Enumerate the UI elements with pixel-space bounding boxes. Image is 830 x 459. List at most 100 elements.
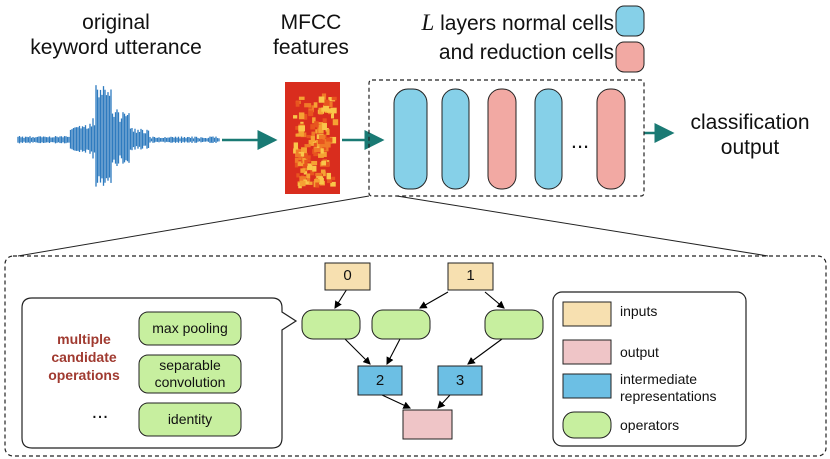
op-max-pooling-label: max pooling — [139, 320, 241, 337]
reduction-cell-swatch — [616, 42, 644, 72]
cells-legend-line1-text: layers normal cells — [440, 12, 614, 35]
input-label: original keyword utterance — [0, 10, 232, 60]
reduction-cell — [597, 89, 625, 189]
mfcc-texture — [299, 112, 304, 119]
edge — [345, 339, 370, 364]
edge — [468, 339, 502, 364]
node-input-0-label: 0 — [325, 265, 370, 287]
normal-cell — [535, 89, 562, 189]
legend-operators-swatch — [563, 412, 611, 438]
mfcc-texture — [304, 144, 310, 147]
ops-ellipsis: ... — [70, 400, 130, 425]
edge — [387, 339, 400, 364]
mfcc-texture — [314, 179, 320, 183]
mfcc-texture — [311, 136, 315, 142]
mfcc-texture — [296, 101, 300, 107]
mfcc-texture — [312, 166, 316, 172]
edge — [485, 292, 504, 308]
mfcc-texture — [314, 148, 320, 152]
mfcc-features-image — [285, 82, 340, 194]
mfcc-texture — [307, 159, 311, 162]
waveform-icon — [18, 85, 219, 186]
mfcc-texture — [300, 181, 306, 187]
legend-intermediate-swatch — [563, 374, 611, 398]
operator-node — [372, 310, 430, 339]
mfcc-texture — [295, 153, 301, 157]
candidates-title-line1: multiple — [36, 330, 132, 348]
mfcc-texture — [318, 153, 324, 157]
op-identity-label: identity — [139, 411, 241, 428]
feature-label-line1: MFCC — [246, 10, 376, 35]
node-intermediate-3-label: 3 — [438, 370, 482, 392]
candidates-title-line3: operations — [36, 366, 132, 384]
edge — [335, 289, 347, 308]
output-label-line1: classification — [672, 110, 828, 135]
mfcc-texture — [323, 171, 326, 176]
zoom-line-right — [397, 196, 768, 256]
mfcc-texture — [314, 102, 318, 107]
mfcc-texture — [293, 115, 297, 118]
reduction-cell — [488, 89, 516, 189]
mfcc-texture — [322, 123, 327, 130]
mfcc-texture — [310, 124, 315, 129]
mfcc-texture — [296, 134, 300, 137]
mfcc-texture — [299, 97, 305, 100]
input-label-line2: keyword utterance — [0, 35, 232, 60]
mfcc-texture — [294, 142, 298, 149]
operator-node — [485, 310, 543, 339]
mfcc-texture — [333, 119, 338, 125]
mfcc-texture — [315, 173, 322, 176]
mfcc-texture — [295, 158, 299, 163]
node-intermediate-2-label: 2 — [358, 370, 402, 392]
mfcc-texture — [321, 148, 324, 154]
node-output — [403, 410, 452, 439]
legend-output-swatch — [563, 340, 611, 364]
edge — [438, 395, 450, 408]
node-input-1-label: 1 — [448, 265, 493, 287]
cells-legend-line2: and reduction cells — [372, 40, 614, 65]
output-label-line2: output — [672, 135, 828, 160]
mfcc-texture — [306, 173, 310, 178]
legend-intermediate-line2: representations — [620, 388, 717, 405]
mfcc-texture — [327, 173, 331, 179]
mfcc-texture — [319, 130, 324, 134]
output-label: classification output — [672, 110, 828, 160]
mfcc-texture — [300, 168, 305, 172]
input-label-line1: original — [0, 10, 232, 35]
feature-label-line2: features — [246, 35, 376, 60]
candidates-title-line2: candidate — [36, 348, 132, 366]
normal-cell — [394, 89, 427, 189]
feature-label: MFCC features — [246, 10, 376, 60]
mfcc-texture — [319, 135, 326, 139]
mfcc-texture — [298, 125, 305, 131]
legend-operators-label: operators — [620, 417, 679, 433]
legend-inputs-swatch — [563, 302, 611, 326]
candidates-title: multiple candidate operations — [36, 330, 132, 384]
mfcc-texture — [325, 142, 330, 148]
mfcc-texture — [331, 108, 337, 114]
cells-legend-text: L layers normal cells and reduction cell… — [372, 10, 614, 65]
mfcc-texture — [311, 161, 317, 165]
layer-count-var: L — [421, 10, 434, 35]
mfcc-texture — [307, 178, 310, 181]
legend-intermediate-label: intermediate representations — [620, 371, 717, 405]
normal-cell — [442, 89, 469, 189]
op-separable-convolution-label: separable convolution — [139, 357, 241, 391]
legend-output-label: output — [620, 344, 659, 360]
mfcc-texture — [314, 143, 317, 148]
edge — [420, 292, 448, 308]
mfcc-texture — [332, 97, 337, 100]
mfcc-texture — [318, 140, 325, 144]
operator-node — [302, 310, 360, 339]
mfcc-texture — [309, 182, 313, 185]
normal-cell-swatch — [616, 6, 644, 36]
mfcc-texture — [319, 97, 325, 103]
mfcc-texture — [309, 110, 314, 116]
zoom-line-left — [18, 196, 369, 256]
mfcc-texture — [304, 103, 311, 107]
cells-legend-line1: L layers normal cells — [372, 10, 614, 36]
mfcc-texture — [296, 173, 299, 177]
legend-inputs-label: inputs — [620, 303, 657, 319]
mfcc-texture — [315, 183, 319, 188]
mfcc-texture — [332, 177, 335, 180]
